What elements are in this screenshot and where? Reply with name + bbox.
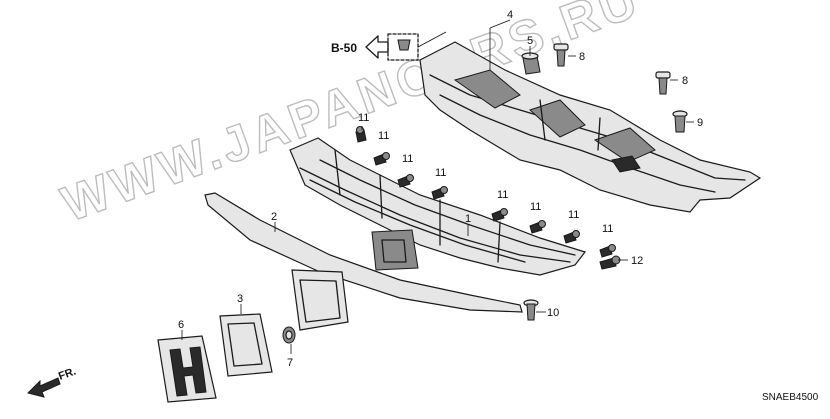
screw-part-11g[interactable]	[563, 230, 580, 244]
callout-11e: 11	[497, 189, 508, 201]
callout-11h: 11	[602, 223, 613, 235]
callout-5: 5	[527, 35, 533, 47]
diagram-code: SNAEB4500	[762, 392, 819, 403]
reference-label-b50[interactable]: B-50	[331, 41, 357, 55]
callout-7: 7	[287, 357, 293, 369]
clip-part-5[interactable]	[521, 52, 541, 75]
screw-part-11f[interactable]	[529, 220, 546, 234]
callout-12: 12	[631, 255, 643, 267]
callout-11d: 11	[435, 167, 446, 179]
clip-part-8a[interactable]	[553, 43, 569, 67]
callout-4: 4	[507, 9, 513, 21]
screw-part-11c[interactable]	[397, 174, 414, 188]
reference-b50[interactable]	[365, 31, 447, 61]
emblem-ring-part-3[interactable]	[219, 313, 273, 377]
callout-3: 3	[237, 293, 243, 305]
h-emblem-part-6[interactable]	[157, 335, 217, 403]
nut-part-7[interactable]	[282, 326, 296, 344]
callout-1: 1	[465, 213, 471, 225]
callout-10: 10	[547, 307, 559, 319]
screw-part-11d[interactable]	[431, 186, 448, 200]
screw-part-11a[interactable]	[355, 126, 367, 143]
front-direction-arrow	[27, 377, 61, 398]
callout-11g: 11	[568, 209, 579, 221]
screw-part-11e[interactable]	[491, 208, 508, 222]
screw-part-11b[interactable]	[373, 152, 390, 166]
upper-cover-part-4[interactable]	[419, 41, 762, 213]
callout-6: 6	[178, 319, 184, 331]
callout-8b: 8	[682, 75, 688, 87]
front-label: FR.	[57, 365, 78, 382]
callout-11a: 11	[358, 112, 369, 124]
callout-9: 9	[697, 117, 703, 129]
callout-8a: 8	[579, 51, 585, 63]
clip-part-9[interactable]	[672, 110, 688, 133]
screw-part-12[interactable]	[599, 255, 621, 270]
screw-part-11h[interactable]	[599, 244, 616, 258]
callout-11f: 11	[530, 201, 541, 213]
clip-part-10[interactable]	[523, 299, 539, 321]
clip-part-8b[interactable]	[655, 71, 671, 95]
grille-part-1[interactable]	[289, 137, 587, 276]
chrome-strip-part-2[interactable]	[204, 192, 523, 331]
callout-11b: 11	[378, 130, 389, 142]
leader-lines	[181, 19, 694, 354]
callout-11c: 11	[402, 153, 413, 165]
callout-2: 2	[271, 211, 277, 223]
